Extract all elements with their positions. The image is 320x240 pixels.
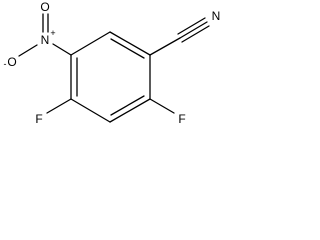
fluorine-right-bond xyxy=(149,98,175,114)
molecule-structure: N N + O O - F F xyxy=(0,0,228,138)
nitro-nitrogen-label: N xyxy=(41,33,50,47)
fluorine-left-bond xyxy=(46,98,72,114)
ring-bond-top xyxy=(109,31,151,56)
benzene-ring xyxy=(70,31,151,123)
ring-bond-bottom-left xyxy=(70,98,111,123)
ring-bond-top-left xyxy=(70,31,111,56)
fluorine-substituents: F F xyxy=(35,98,186,126)
nitro-n-o-single-bond xyxy=(18,44,38,57)
nitrile-triple-bond-1 xyxy=(179,21,208,39)
ring-bond-bottom-right-inner xyxy=(110,95,145,116)
fluorine-right-label: F xyxy=(178,112,185,126)
nitrile-single-bond xyxy=(149,37,181,56)
nitrile-triple-bond-2 xyxy=(177,17,206,35)
nitrile-triple-bond-3 xyxy=(181,25,210,43)
molecule-drawing: N N + O O - F F xyxy=(4,0,221,126)
nitro-oxygen-top-label: O xyxy=(40,0,49,14)
nitrile-nitrogen-label: N xyxy=(212,9,221,23)
fluorine-left-label: F xyxy=(35,112,42,126)
ring-bond-bottom-right xyxy=(109,98,151,123)
nitro-oxygen-left-label: O xyxy=(7,55,16,69)
nitro-c-n-bond xyxy=(52,43,72,56)
ring-bond-top-inner xyxy=(110,38,145,59)
nitrile-group: N xyxy=(149,9,221,56)
nitro-nitrogen-charge: + xyxy=(50,28,55,38)
nitro-oxygen-left-charge: - xyxy=(4,59,7,69)
nitro-group: N + O O - xyxy=(4,0,72,69)
